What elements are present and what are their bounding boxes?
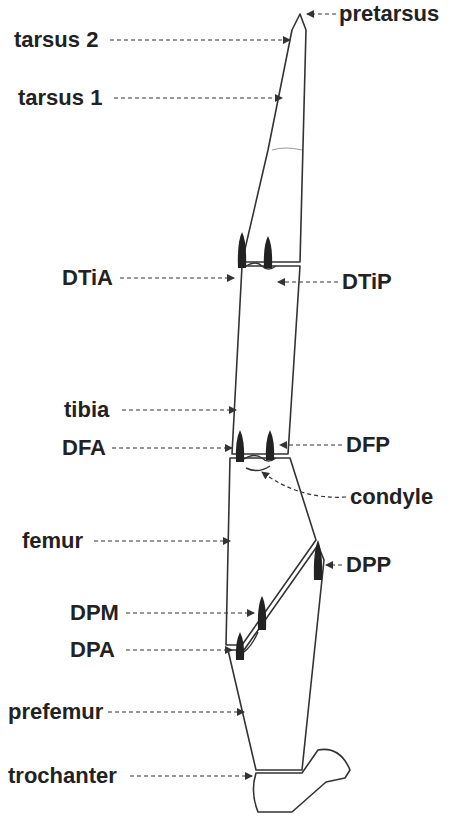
part-label: tarsus 2 (14, 27, 98, 53)
part-label: prefemur (8, 699, 103, 725)
part-label: trochanter (8, 763, 117, 789)
part-label: DFP (346, 432, 390, 458)
part-label: DPA (70, 637, 115, 663)
tibia-segment (232, 266, 300, 454)
part-label: femur (22, 528, 83, 554)
spine-dpp (314, 540, 322, 580)
part-label: tarsus 1 (18, 85, 102, 111)
spine-dpm (258, 596, 266, 630)
trochanter-segment (253, 749, 350, 812)
condyle-mark (246, 466, 270, 471)
part-label: tibia (64, 397, 109, 423)
tarsus (242, 14, 306, 262)
spine-dpa (236, 632, 244, 660)
spine-dfp (266, 430, 274, 460)
part-label: DTiP (342, 269, 392, 295)
part-label: DPP (346, 552, 391, 578)
part-label: DPM (70, 600, 119, 626)
part-label: pretarsus (339, 1, 439, 27)
part-label: DTiA (62, 265, 113, 291)
part-label: condyle (350, 484, 433, 510)
prefemur-segment (228, 545, 324, 770)
spine-dfa (236, 430, 244, 462)
leader-lines (94, 14, 346, 776)
spine-dtia (238, 232, 246, 268)
spine-dtip (264, 236, 272, 268)
part-label: DFA (62, 435, 106, 461)
